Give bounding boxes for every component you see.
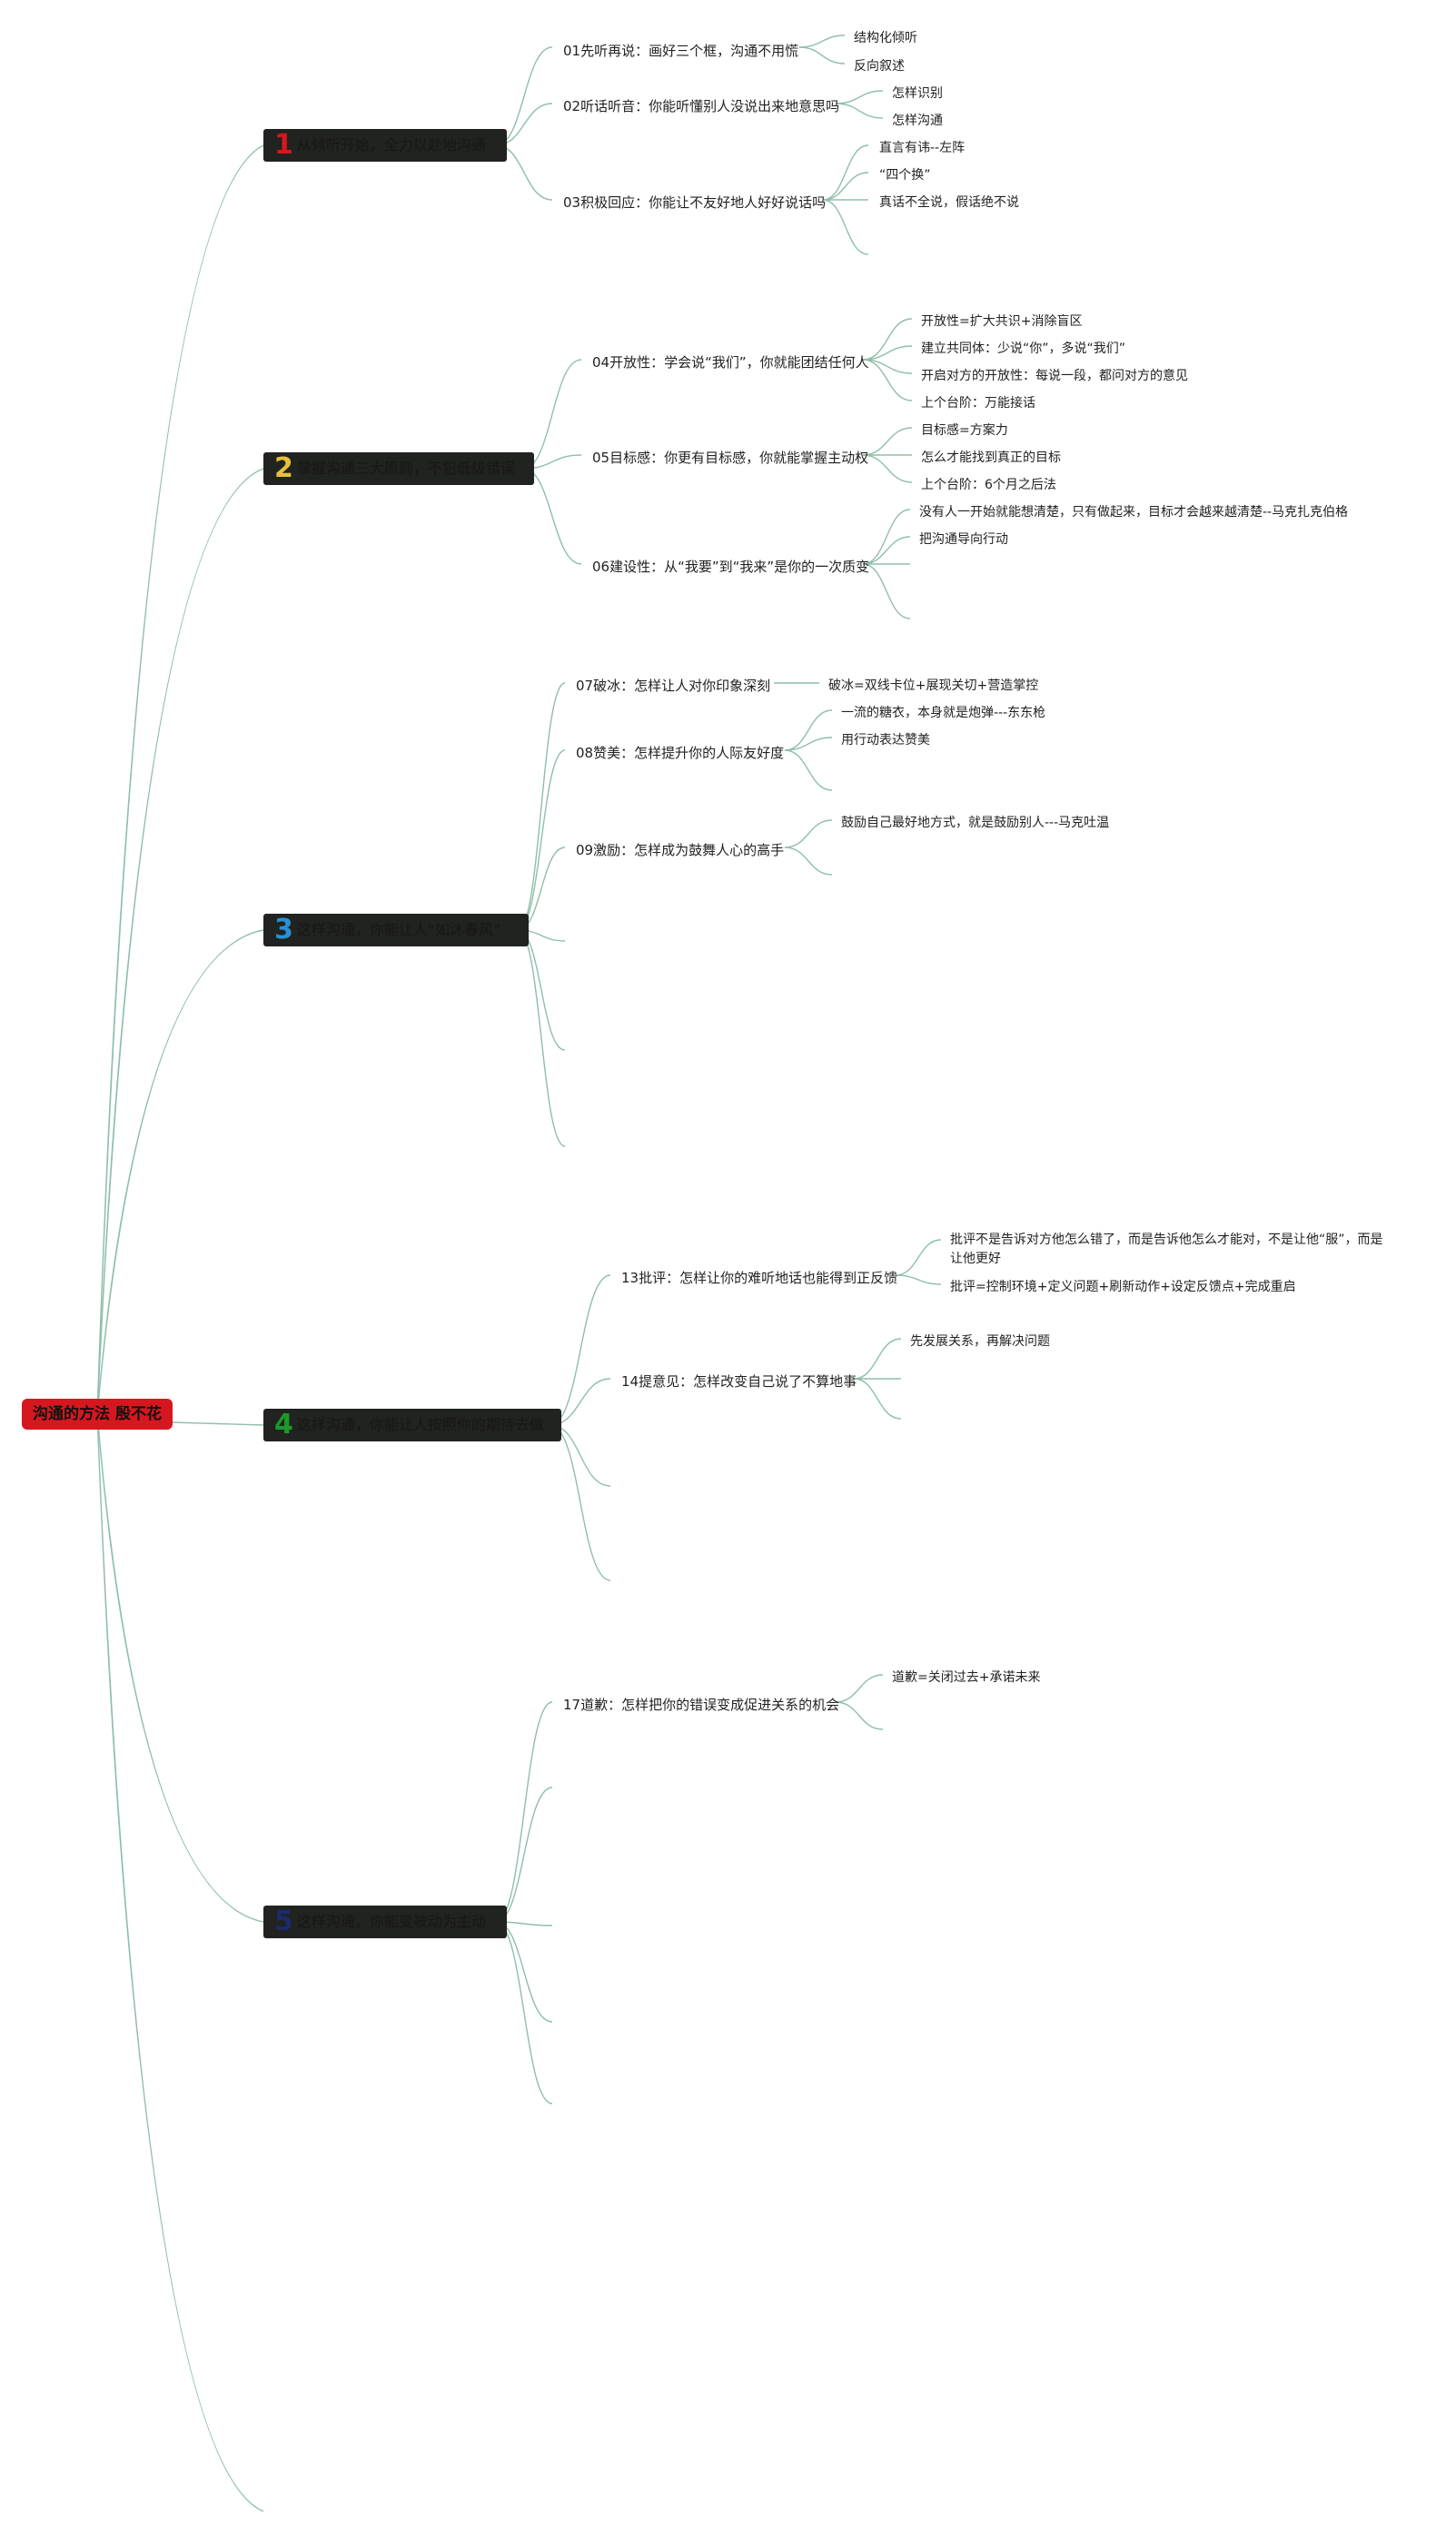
connector-curve [495,1701,553,1923]
connector-curve [96,468,264,1415]
connector-curve [784,819,833,848]
leaf-05c[interactable]: 上个台阶：6个月之后法 [921,478,1056,492]
topic-02[interactable]: 02听话听音：你能听懂别人没说出来地意思吗 [563,98,840,114]
branch-2-number: 2 [274,452,293,484]
leaf-07a[interactable]: 破冰=双线卡位+展现关切+营造掌控 [828,678,1039,693]
branch-5-label: 这样沟通，你能变被动为主动 [296,1913,486,1930]
leaf-06b[interactable]: 把沟通导向行动 [919,532,1008,547]
connector-curve [835,90,884,104]
leaf-03b[interactable]: “四个换” [879,168,931,183]
connector-curve [862,345,913,361]
connector-curve [853,1338,902,1380]
connector-curve [96,929,264,1415]
branch-5-number: 5 [274,1906,293,1937]
connector-curve [798,46,846,64]
leaf-03c[interactable]: 真话不全说，假话绝不说 [879,195,1019,210]
branch-4-label: 这样沟通，你能让人按照你的期待去做 [296,1416,544,1433]
connector-line [172,1421,264,1426]
connector-curve [853,1378,902,1420]
branch-4-number: 4 [274,1409,293,1441]
connector-curve [784,847,833,876]
topic-17[interactable]: 17道歉：怎样把你的错误变成促进关系的机会 [563,1697,840,1713]
branch-3-number: 3 [274,914,293,946]
topic-04[interactable]: 04开放性：学会说“我们”，你就能团结任何人 [592,354,869,371]
connector-curve [895,1239,942,1276]
topic-07[interactable]: 07破冰：怎样让人对你印象深刻 [576,678,771,694]
leaf-06a[interactable]: 没有人一开始就能想清楚，只有做起来，目标才会越来越清楚--马克扎克伯格 [919,505,1349,520]
branch-1-label: 从倾听开始，全力以赴地沟通 [296,136,486,153]
topic-05[interactable]: 05目标感：你更有目标感，你就能掌握主动权 [592,450,869,466]
connector-curve [822,172,869,201]
connector-curve [862,359,913,401]
connector-curve [895,1274,942,1285]
connector-curve [784,737,833,751]
branch-2-label: 掌握沟通三大原则，不犯低级错误 [296,460,515,477]
leaf-02b[interactable]: 怎样沟通 [892,114,943,128]
topic-09[interactable]: 09激励：怎样成为鼓舞人心的高手 [576,842,785,858]
connector-curve [517,929,566,1147]
topic-14[interactable]: 14提意见：怎样改变自己说了不算地事 [621,1373,857,1390]
connector-curve [835,103,884,119]
leaf-17a[interactable]: 道歉=关闭过去+承诺未来 [892,1670,1041,1685]
connector-curve [517,749,566,931]
connector-curve [798,35,846,48]
connector-curve [784,709,833,751]
connector-curve [784,749,833,791]
connector-curve [517,929,566,1051]
leaf-01b[interactable]: 反向叙述 [854,59,905,74]
connector-curve [550,1424,611,1581]
leaf-04c[interactable]: 开启对方的开放性：每说一段，都问对方的意见 [921,369,1188,383]
connector-curve [862,563,911,619]
topic-08[interactable]: 08赞美：怎样提升你的人际友好度 [576,745,785,761]
connector-curve [517,682,566,931]
leaf-03a[interactable]: 直言有讳--左阵 [879,141,966,155]
leaf-08b[interactable]: 用行动表达赞美 [841,733,930,748]
connector-curve [96,1413,264,1923]
connector-curve [862,427,913,456]
connector-curve [96,1413,264,2512]
connector-curve [862,536,911,565]
topic-01[interactable]: 01先听再说：画好三个框，沟通不用慌 [563,43,799,59]
root-node[interactable]: 沟通的方法 殷不花 [22,1399,173,1430]
leaf-04b[interactable]: 建立共同体：少说“你”，多说“我们” [921,342,1126,356]
leaf-05b[interactable]: 怎么才能找到真正的目标 [921,451,1061,465]
leaf-13b[interactable]: 批评=控制环境+定义问题+刷新动作+设定反馈点+完成重启 [950,1280,1296,1294]
leaf-14a[interactable]: 先发展关系，再解决问题 [910,1334,1050,1349]
connector-curve [822,199,869,255]
leaf-09a[interactable]: 鼓励自己最好地方式，就是鼓励别人---马克吐温 [841,816,1110,830]
connector-curve [822,144,869,201]
leaf-08a[interactable]: 一流的糖衣，本身就是炮弹---东东枪 [841,706,1046,720]
topic-13[interactable]: 13批评：怎样让你的难听地话也能得到正反馈 [621,1270,898,1286]
connector-curve [96,144,264,1415]
topic-06[interactable]: 06建设性：从“我要”到“我来”是你的一次质变 [592,559,870,575]
branch-1-number: 1 [274,129,293,161]
connector-curve [862,509,911,565]
leaf-13a[interactable]: 批评不是告诉对方他怎么错了，而是告诉他怎么才能对，不是让他“服”，而是让他更好 [950,1233,1383,1266]
topic-03[interactable]: 03积极回应：你能让不友好地人好好说话吗 [563,194,827,211]
connector-curve [835,1674,884,1703]
branch-3-label: 这样沟通，你能让人“如沐春风” [296,921,501,938]
leaf-04a[interactable]: 开放性=扩大共识+消除盲区 [921,314,1083,329]
connector-curve [495,1921,553,2104]
connector-curve [862,318,913,361]
leaf-02a[interactable]: 怎样识别 [892,86,943,101]
connector-curve [862,454,913,483]
connector-curve [835,1701,884,1730]
leaf-01a[interactable]: 结构化倾听 [854,31,917,45]
leaf-05a[interactable]: 目标感=方案力 [921,423,1008,438]
leaf-04d[interactable]: 上个台阶：万能接话 [921,396,1035,411]
